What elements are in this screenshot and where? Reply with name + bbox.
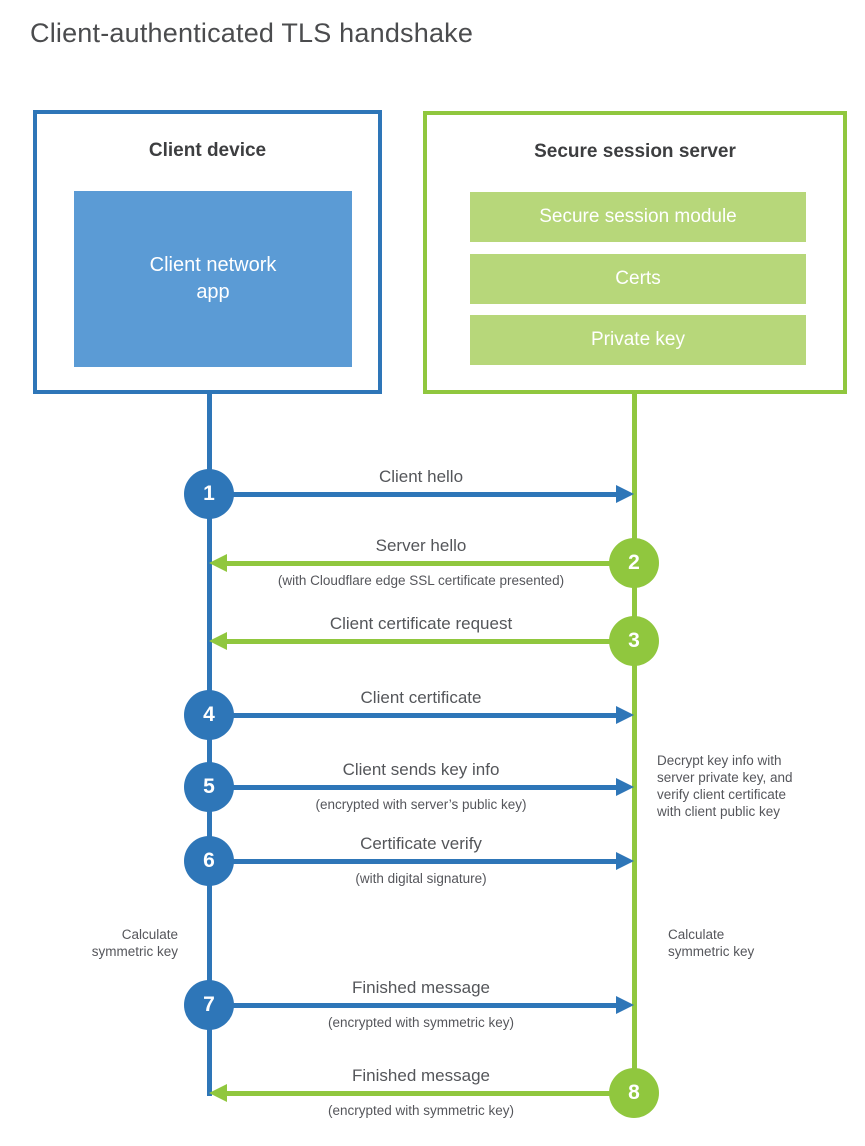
arrowhead-right-icon [616,852,634,870]
message-arrow-4 [210,713,617,718]
message-label-6: Certificate verify [360,834,482,853]
server-module-secure-session: Secure session module [470,192,806,242]
message-sublabel-6: (with digital signature) [355,871,487,886]
message-label-1: Client hello [378,467,464,486]
message-arrow-2 [226,561,634,566]
step-circle-7: 7 [184,980,234,1030]
page-title: Client-authenticated TLS handshake [30,18,474,48]
arrowhead-right-icon [616,996,634,1014]
client-device-heading: Client device [148,140,267,161]
message-label-2: Server hello [375,536,467,555]
step-circle-8: 8 [609,1068,659,1118]
message-arrow-6 [210,859,617,864]
message-label-4: Client certificate [360,688,482,707]
message-arrow-1 [210,492,617,497]
arrowhead-left-icon [209,1084,227,1102]
arrowhead-right-icon [616,485,634,503]
server-heading: Secure session server [534,141,736,162]
arrowhead-right-icon [616,778,634,796]
message-sublabel-7: (encrypted with symmetric key) [327,1015,515,1030]
message-sublabel-8: (encrypted with symmetric key) [327,1103,515,1118]
message-arrow-8 [226,1091,634,1096]
step-circle-5: 5 [184,762,234,812]
step-circle-3: 3 [609,616,659,666]
client-device-box: Client device Client network app [33,110,382,394]
message-sublabel-5: (encrypted with server’s public key) [315,797,527,812]
client-network-app-box: Client network app [74,191,352,367]
message-arrow-5 [210,785,617,790]
server-module-certs: Certs [470,254,806,304]
server-module-private-key: Private key [470,315,806,365]
note-calculate-symmetric-key-client: Calculate symmetric key [91,927,178,959]
message-arrow-3 [226,639,634,644]
message-sublabel-2: (with Cloudflare edge SSL certificate pr… [277,573,565,588]
message-label-3: Client certificate request [329,614,513,633]
secure-session-server-box: Secure session server Secure session mod… [423,111,847,394]
note-decrypt-key-info: Decrypt key info with server private key… [657,753,793,819]
step-circle-2: 2 [609,538,659,588]
step-circle-6: 6 [184,836,234,886]
step-circle-1: 1 [184,469,234,519]
message-arrow-7 [210,1003,617,1008]
message-label-7: Finished message [352,978,490,997]
arrowhead-left-icon [209,554,227,572]
message-label-5: Client sends key info [342,760,500,779]
client-lifeline [207,394,212,1096]
note-calculate-symmetric-key-server: Calculate symmetric key [668,927,755,959]
step-circle-4: 4 [184,690,234,740]
arrowhead-left-icon [209,632,227,650]
server-lifeline [632,394,637,1093]
arrowhead-right-icon [616,706,634,724]
message-label-8: Finished message [352,1066,490,1085]
